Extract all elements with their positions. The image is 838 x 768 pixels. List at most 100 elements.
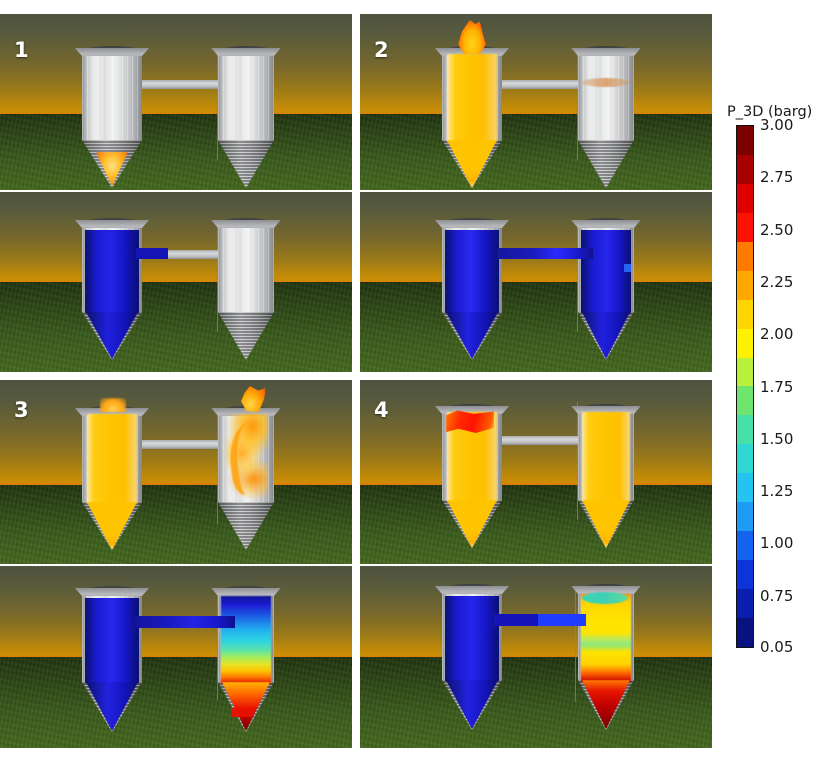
peak-pressure-zone (232, 708, 254, 717)
horizon-line (0, 483, 352, 486)
sky-gradient (0, 380, 352, 485)
left-silo (434, 216, 510, 360)
silo-cone (578, 140, 634, 188)
support-line (217, 588, 218, 700)
left-cone-concentration-field (87, 502, 137, 550)
right-silo-inlet-plume (582, 78, 630, 87)
pipe-pressure-field-high (538, 614, 586, 626)
ground-plane (0, 282, 352, 372)
left-silo-pressure-field (85, 230, 139, 313)
right-silo-pressure-field (581, 230, 631, 313)
left-silo-concentration-field (87, 414, 137, 504)
left-silo (74, 216, 150, 360)
panel-number-4: 4 (374, 398, 390, 422)
colorbar-band-10 (737, 415, 753, 445)
silo-body (578, 56, 634, 140)
right-silo-pressure-gradient (221, 596, 271, 684)
colorbar-band-17 (737, 617, 753, 647)
colorbar-title: P_3D (barg) (727, 104, 813, 120)
colorbar-tick-1.75: 1.75 (760, 377, 794, 396)
sky-gradient (0, 14, 352, 115)
panel-number-1: 1 (14, 38, 30, 62)
sky-gradient (360, 566, 712, 657)
colorbar-tick-2.75: 2.75 (760, 168, 794, 187)
ground-plane (360, 657, 712, 748)
right-silo-flame-jet (226, 414, 268, 502)
left-cone-pressure-field (86, 682, 138, 731)
pipe-pressure-field (497, 248, 593, 259)
left-silo-pressure-field (85, 598, 139, 683)
colorbar-band-4 (737, 241, 753, 271)
support-line (577, 48, 578, 160)
left-silo (434, 582, 510, 730)
colorbar-band-13 (737, 502, 753, 532)
horizon-line (360, 280, 712, 283)
ground-plane (0, 484, 352, 564)
ground-plane (360, 114, 712, 190)
silo-cone (218, 312, 274, 360)
support-line (575, 586, 576, 702)
horizon-line (360, 655, 712, 658)
colorbar-band-8 (737, 357, 753, 387)
sky-gradient (360, 380, 712, 485)
sky-gradient (360, 14, 712, 115)
right-silo (571, 402, 641, 548)
connecting-pipe (142, 250, 232, 259)
left-silo (434, 402, 510, 548)
colorbar-tick-1.25: 1.25 (760, 482, 794, 501)
support-line (577, 402, 578, 520)
right-silo-pressure-gradient (581, 594, 631, 682)
horizon-line (0, 280, 352, 283)
right-silo-concentration-field (582, 412, 630, 502)
right-cone-pressure-field (222, 682, 270, 731)
left-cone-pressure-field (446, 312, 498, 359)
horizon-line (0, 112, 352, 115)
panel-number-3: 3 (14, 398, 30, 422)
support-line (217, 220, 218, 332)
left-cone-concentration-field (447, 140, 497, 188)
ground-plane (0, 657, 352, 748)
vent-flame (100, 398, 126, 412)
right-cone-pressure-field (582, 312, 630, 359)
colorbar-tick-1.00: 1.00 (760, 534, 794, 553)
right-silo (571, 582, 641, 730)
silo-body (82, 56, 142, 140)
colorbar-band-3 (737, 212, 753, 242)
horizon-line (0, 655, 352, 658)
ground-plane (360, 282, 712, 372)
left-silo (74, 584, 150, 732)
right-silo (211, 386, 281, 550)
panel-2-bottom (360, 192, 712, 372)
right-silo (571, 216, 641, 360)
colorbar-band-2 (737, 183, 753, 213)
panel-4-top: 4 (360, 380, 712, 564)
left-silo-concentration-field (447, 54, 497, 142)
pipe-pressure-field (136, 248, 168, 259)
colorbar-tick-0.05: 0.05 (760, 638, 794, 656)
left-cone-pressure-field (86, 312, 138, 359)
colorbar-band-16 (737, 589, 753, 618)
sky-gradient (0, 192, 352, 282)
connecting-pipe (142, 80, 232, 89)
colorbar-band-5 (737, 270, 753, 300)
colorbar-band-9 (737, 386, 753, 416)
support-line (577, 220, 578, 332)
left-silo (74, 398, 150, 550)
horizon-line (360, 483, 712, 486)
low-pressure-cap (582, 592, 628, 604)
horizon-line (360, 112, 712, 115)
colorbar-band-14 (737, 531, 753, 561)
ground-plane (360, 484, 712, 564)
panel-3-bottom (0, 566, 352, 748)
colorbar-band-6 (737, 299, 753, 329)
right-silo (571, 44, 641, 188)
right-cone-pressure-field (582, 680, 630, 729)
colorbar (736, 125, 754, 648)
silo-cone (218, 140, 274, 188)
high-pressure-sheet (446, 410, 494, 434)
right-silo (211, 216, 281, 360)
colorbar-band-7 (737, 328, 753, 358)
left-silo (434, 20, 510, 188)
connecting-pipe (502, 436, 592, 445)
